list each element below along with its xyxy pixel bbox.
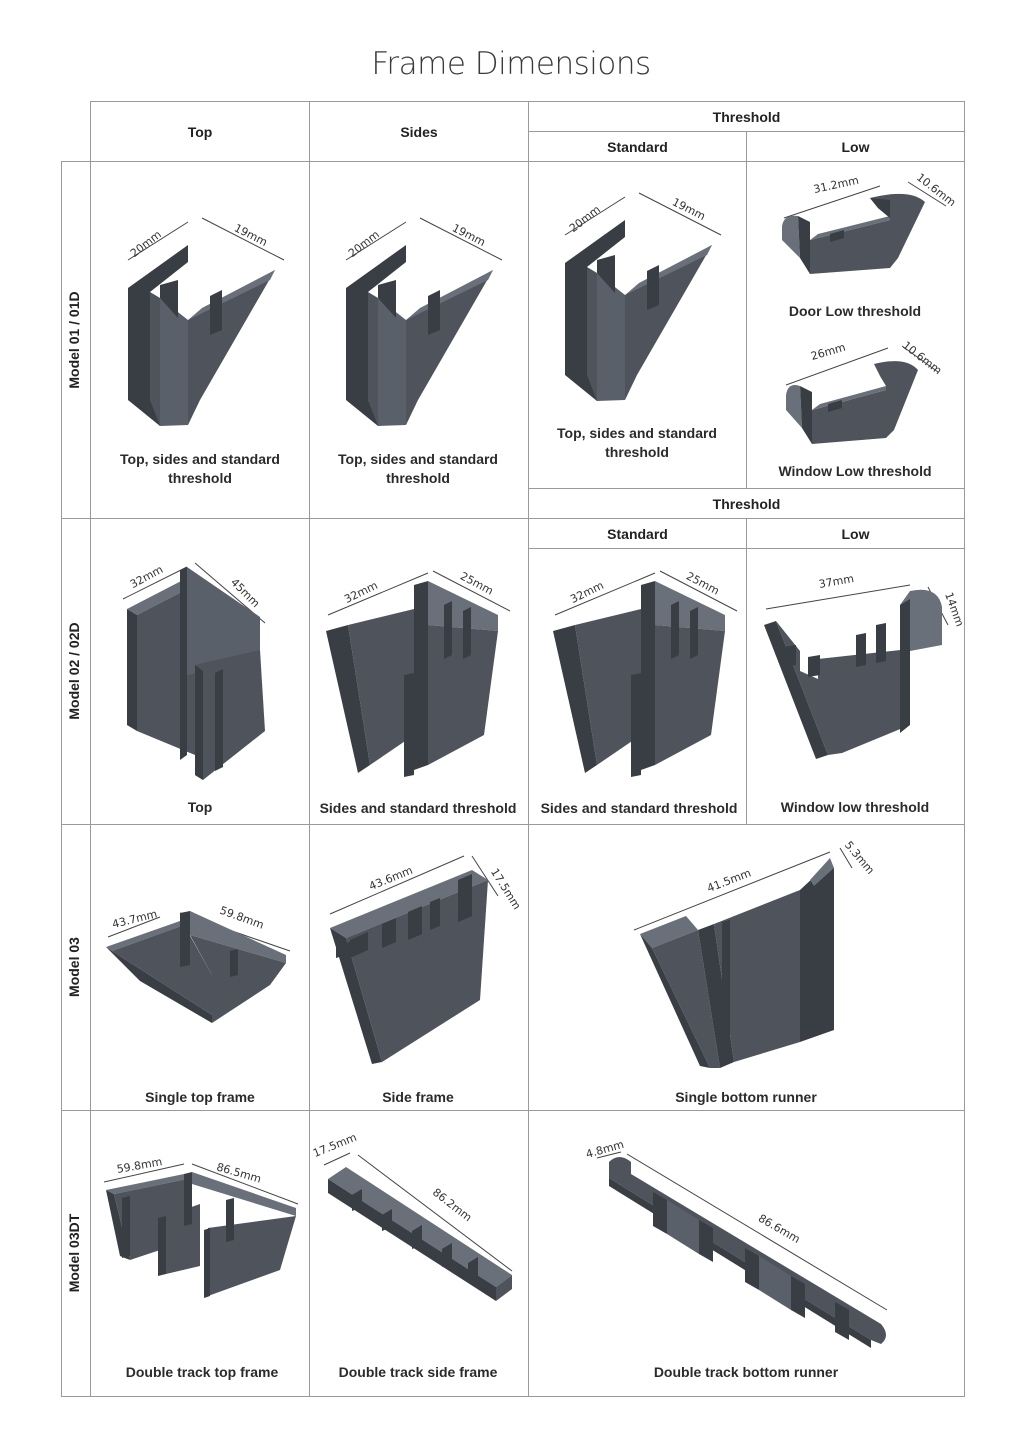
grid-line bbox=[528, 101, 529, 1396]
header-top: Top bbox=[187, 123, 213, 140]
cell-caption: Window low threshold bbox=[780, 799, 930, 815]
profile-image-r1-sides bbox=[345, 217, 503, 426]
grid-line bbox=[964, 101, 965, 1396]
profile-image-r1-top bbox=[127, 217, 285, 426]
profile-image-r2-low bbox=[764, 584, 949, 759]
profile-image-r3-top bbox=[106, 911, 291, 1023]
cell-caption: Top, sides and standard threshold bbox=[557, 425, 717, 460]
row-label-model-02: Model 02 / 02D bbox=[66, 622, 82, 720]
page-title: Frame Dimensions bbox=[371, 46, 651, 82]
cell-caption: Double track top frame bbox=[125, 1364, 279, 1380]
header-threshold: Threshold bbox=[712, 108, 781, 125]
cell-caption: Sides and standard threshold bbox=[319, 800, 517, 816]
grid-line bbox=[90, 101, 91, 1396]
subheader-standard: Standard bbox=[607, 525, 668, 542]
grid-line bbox=[746, 518, 747, 824]
row-label-model-03dt: Model 03DT bbox=[66, 1213, 82, 1293]
subheader-threshold: Threshold bbox=[712, 495, 781, 512]
cell-caption: Double track bottom runner bbox=[653, 1364, 839, 1380]
profile-image-r4-bottom bbox=[596, 1151, 888, 1348]
cell-caption: Sides and standard threshold bbox=[540, 800, 738, 816]
grid-line bbox=[90, 101, 965, 102]
row-label-model-03: Model 03 bbox=[66, 937, 82, 997]
cell-caption: Double track side frame bbox=[338, 1364, 498, 1380]
cell-caption: Single bottom runner bbox=[675, 1089, 817, 1105]
grid-line bbox=[746, 131, 747, 488]
profile-image-r1-low-door bbox=[782, 181, 947, 274]
cell-caption: Top, sides and standard threshold bbox=[120, 451, 280, 486]
subheader-low: Low bbox=[841, 525, 870, 542]
row-label-model-01: Model 01 / 01D bbox=[66, 291, 82, 389]
cell-caption: Single top frame bbox=[145, 1089, 255, 1105]
profile-image-r2-top bbox=[122, 562, 266, 780]
header-low: Low bbox=[841, 138, 870, 155]
cell-caption: Top, sides and standard threshold bbox=[338, 451, 498, 486]
profile-image-r1-low-window bbox=[785, 345, 939, 444]
grid-line bbox=[61, 161, 965, 162]
cell-caption: Side frame bbox=[382, 1089, 454, 1105]
profile-image-r2-standard bbox=[553, 570, 738, 777]
header-sides: Sides bbox=[400, 123, 438, 140]
cell-caption: Door Low threshold bbox=[788, 303, 922, 319]
grid-line bbox=[61, 518, 965, 519]
cell-caption: Top bbox=[187, 799, 213, 815]
profile-image-r2-sides bbox=[326, 570, 511, 777]
profile-image-r4-side bbox=[323, 1152, 513, 1301]
grid-line bbox=[309, 101, 310, 1396]
grid-line bbox=[61, 1396, 965, 1397]
profile-image-r3-bottom bbox=[633, 847, 853, 1068]
profile-image-r1-standard bbox=[564, 192, 722, 401]
header-standard: Standard bbox=[607, 138, 668, 155]
grid-line bbox=[61, 1110, 965, 1111]
profile-image-r4-top bbox=[103, 1163, 299, 1298]
cell-caption: Window Low threshold bbox=[778, 463, 932, 479]
grid-line bbox=[61, 161, 62, 1396]
profile-image-r3-side bbox=[329, 855, 499, 1064]
grid-line bbox=[528, 488, 965, 489]
grid-line bbox=[61, 824, 965, 825]
